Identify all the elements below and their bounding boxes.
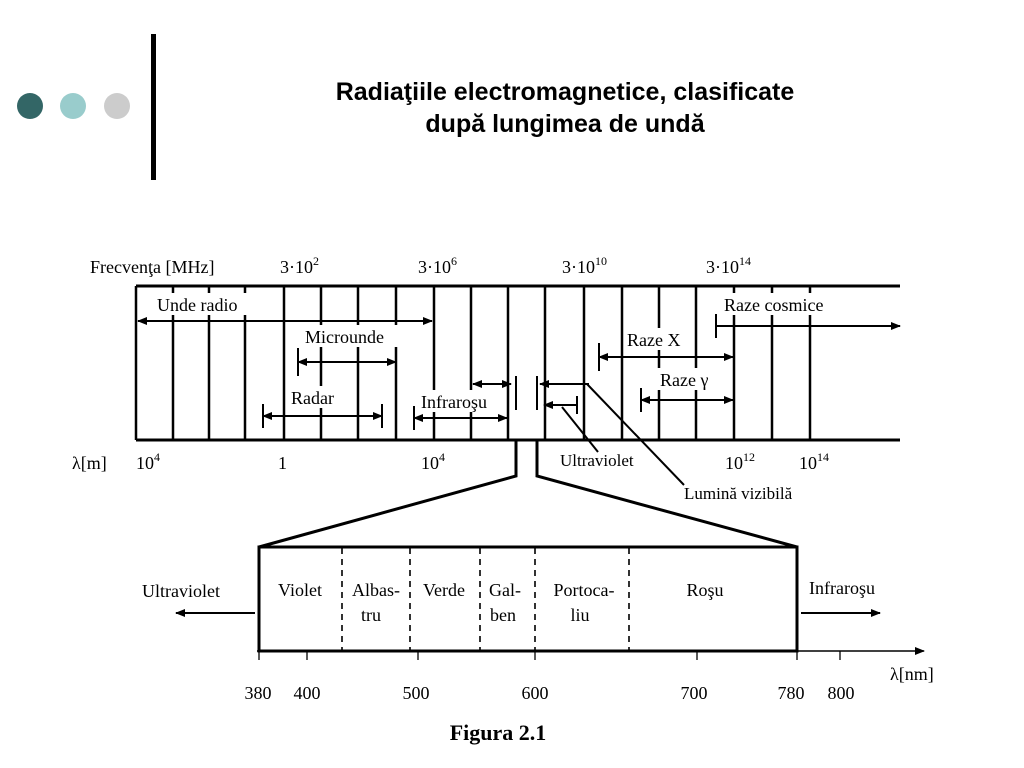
wavelength-label-1: 104 [136, 450, 160, 473]
title-line-2: după lungimea de undă [425, 110, 705, 138]
slide-title: Radiaţiile electromagnetice, clasificate… [250, 76, 880, 140]
color-blue-label-line1: Albas- [352, 580, 400, 600]
visible-leader-label: Lumină vizibilă [684, 484, 793, 503]
xray-label-bg [624, 328, 692, 350]
infrared-side-label: Infraroşu [809, 578, 875, 598]
wavelength-label-5: 1014 [799, 450, 829, 473]
color-green-label: Verde [423, 580, 465, 600]
dot-teal [60, 93, 86, 119]
nm-tick-label-400: 400 [294, 683, 321, 703]
xray-label: Raze X [627, 330, 680, 350]
microwave-label-bg [302, 325, 398, 347]
gamma-label-bg [657, 368, 723, 390]
nm-tick-label-780: 780 [778, 683, 805, 703]
infrared-band-label: Infraroşu [421, 392, 487, 412]
wavelength-label-3: 104 [421, 450, 445, 473]
radio-label-bg [154, 293, 254, 315]
frequency-axis-label: Frecvenţa [MHz] [90, 257, 214, 277]
title-line-1: Radiaţiile electromagnetice, clasificate [335, 78, 795, 106]
zoom-connector-left [258, 440, 518, 549]
radio-label: Unde radio [157, 295, 237, 315]
radar-label: Radar [291, 388, 334, 408]
ultraviolet-side-label: Ultraviolet [142, 581, 220, 601]
cosmic-label-bg [722, 293, 844, 315]
frequency-label-2: 3·106 [418, 254, 457, 277]
color-yellow-label-line2: ben [490, 605, 516, 625]
wavelength-label-4: 1012 [725, 450, 755, 473]
zoom-connector-right [535, 440, 798, 549]
infrared-label-bg [418, 390, 500, 412]
visible-leader-line [586, 383, 685, 486]
frequency-label-1: 3·102 [280, 254, 319, 277]
nm-axis-label: λ[nm] [890, 664, 934, 684]
color-violet-label: Violet [278, 580, 322, 600]
color-orange-label-line2: liu [570, 605, 589, 625]
figure-caption: Figura 2.1 [450, 720, 547, 745]
color-blue-label-line2: tru [361, 605, 381, 625]
nm-tick-label-700: 700 [681, 683, 708, 703]
nm-tick-label-380: 380 [245, 683, 272, 703]
nm-tick-label-600: 600 [522, 683, 549, 703]
dot-grey [104, 93, 130, 119]
ultraviolet-leader-label: Ultraviolet [560, 451, 634, 470]
nm-tick-label-500: 500 [403, 683, 430, 703]
frequency-label-4: 3·1014 [706, 254, 751, 277]
color-orange-label-line1: Portoca- [554, 580, 615, 600]
nm-axis-ticks [258, 651, 841, 660]
nm-tick-label-800: 800 [828, 683, 855, 703]
title-divider-bar [151, 34, 156, 180]
ultraviolet-leader-line [561, 406, 599, 453]
microwave-label: Microunde [305, 327, 384, 347]
gamma-label: Raze γ [660, 370, 708, 390]
wavelength-axis-label: λ[m] [72, 453, 107, 473]
color-yellow-label-line1: Gal- [489, 580, 521, 600]
wavelength-label-2: 1 [278, 453, 287, 473]
frequency-label-3: 3·1010 [562, 254, 607, 277]
cosmic-label: Raze cosmice [724, 295, 823, 315]
dot-dark [17, 93, 43, 119]
radar-label-bg [288, 386, 344, 408]
color-red-label: Roşu [686, 580, 723, 600]
